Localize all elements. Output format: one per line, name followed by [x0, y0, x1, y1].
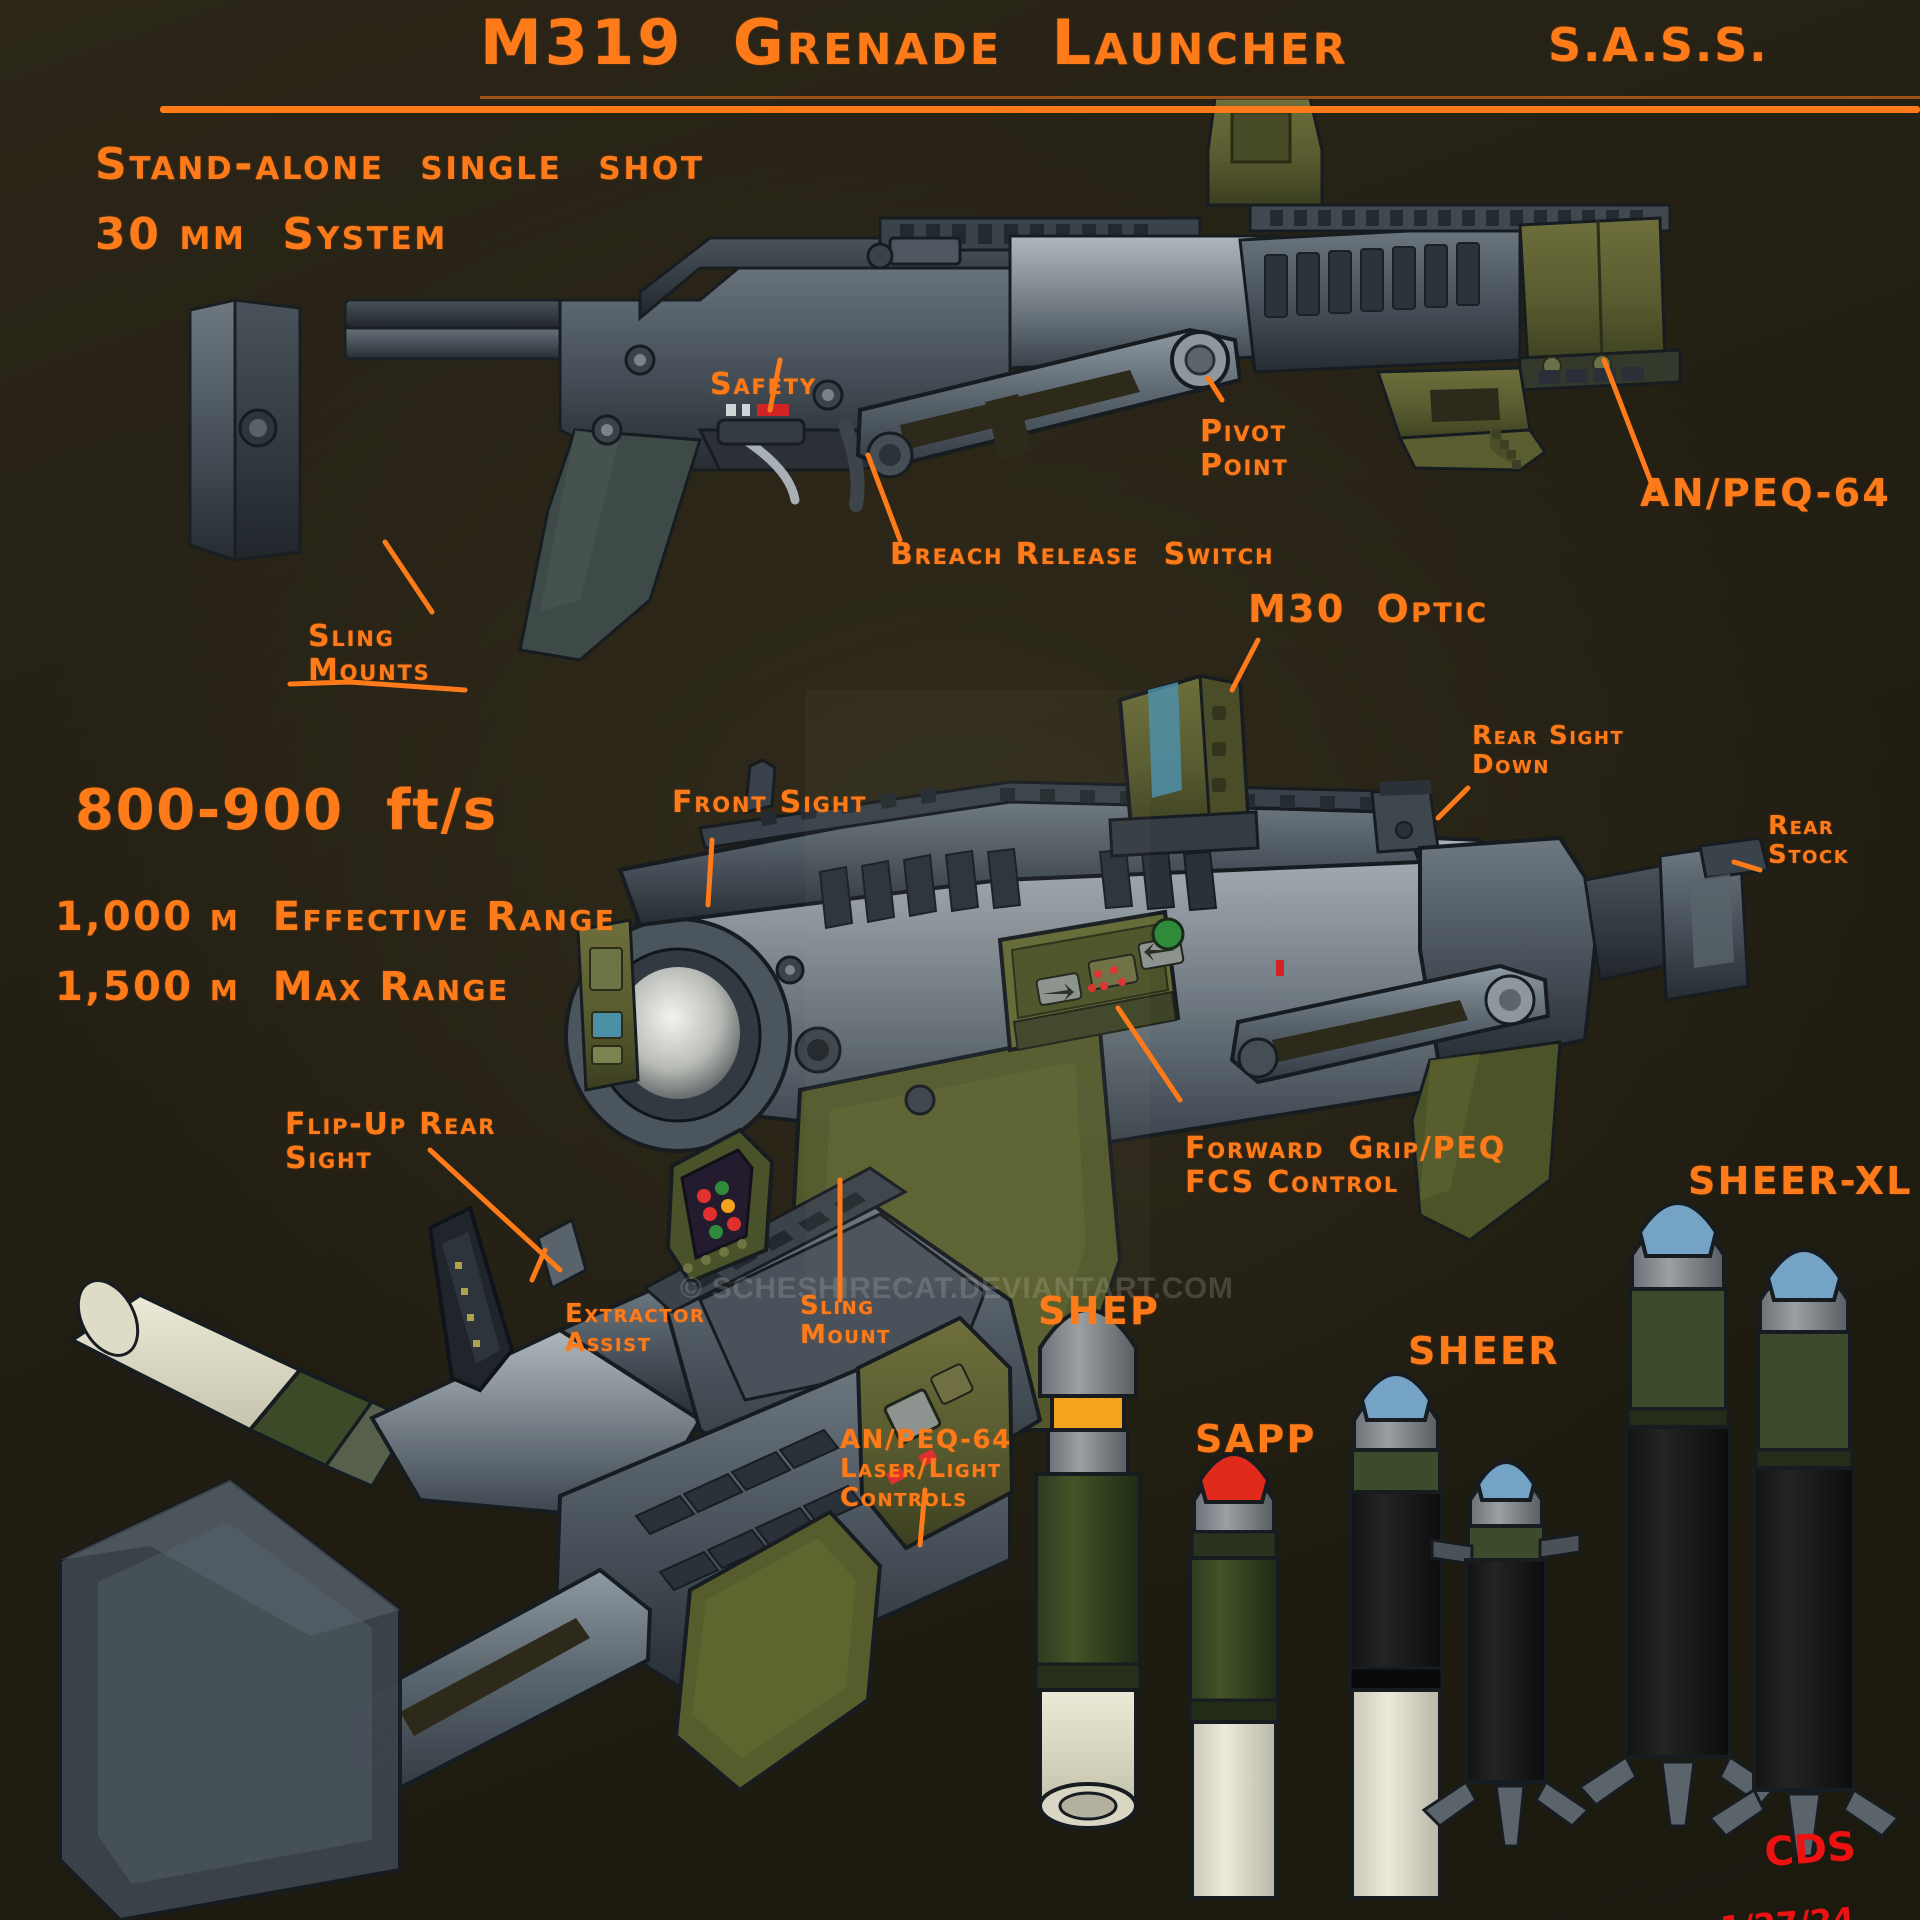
callout-m30-optic: M30 Optic — [1248, 587, 1489, 631]
callout-safety: Safety — [710, 367, 817, 402]
callout-an-peq-64-controls: AN/PEQ-64 Laser/Light Controls — [840, 1425, 1012, 1514]
spec-velocity: 800-900 ft/s — [75, 778, 498, 843]
round-sheer-small — [1421, 1460, 1591, 1848]
title-rule-thick — [160, 106, 1920, 113]
round-shep — [1034, 1308, 1142, 1830]
intro-line-2: 30 mm System — [95, 209, 448, 260]
ammo-label-sapp: SAPP — [1195, 1417, 1317, 1461]
top-weapon-side-profile — [188, 96, 1682, 662]
ammo-label-sheer-xl: SHEER-XL — [1688, 1159, 1913, 1203]
watermark-block — [805, 690, 1150, 1290]
callout-forward-grip-fcs: Forward Grip/PEQ FCS Control — [1185, 1131, 1507, 1200]
round-sapp — [1188, 1452, 1280, 1900]
callout-an-peq-64-top: AN/PEQ-64 — [1640, 471, 1892, 515]
bottom-left-weapon-open-breach — [58, 1127, 1043, 1920]
page-title: M319 Grenade Launcher — [480, 6, 1349, 79]
signature-date: 1/27/24 — [1719, 1900, 1862, 1920]
ammo-label-sheer: SHEER — [1408, 1329, 1560, 1373]
ammunition-row — [1034, 1201, 1901, 1900]
callout-sling-mount: Sling Mount — [800, 1291, 891, 1351]
intro-line-1: Stand-alone single shot — [95, 139, 705, 190]
round-sheer — [1348, 1372, 1444, 1900]
signature-initials: CDS — [1762, 1823, 1858, 1876]
callout-breach-release-switch: Breach Release Switch — [890, 537, 1275, 572]
title-bar — [80, 10, 1920, 113]
ammo-label-shep: SHEP — [1038, 1289, 1161, 1333]
callout-rear-stock: Rear Stock — [1768, 811, 1850, 871]
page-subtitle: S.A.S.S. — [1548, 18, 1769, 72]
callout-extractor-assist: Extractor Assist — [565, 1299, 706, 1359]
spec-max-range: 1,500 m Max Range — [55, 964, 510, 1010]
callout-rear-sight-down: Rear Sight Down — [1472, 721, 1625, 781]
callout-front-sight: Front Sight — [672, 785, 868, 820]
callout-sling-mounts: Sling Mounts — [308, 619, 431, 688]
round-sheer-xl-left — [1577, 1201, 1779, 1828]
title-rule-thin — [480, 96, 1920, 99]
spec-effective-range: 1,000 m Effective Range — [55, 894, 617, 940]
artist-signature: CDS 1/27/24 — [1705, 1790, 1867, 1920]
callout-flip-up-rear-sight: Flip-Up Rear Sight — [285, 1107, 497, 1176]
round-sheer-xl-right — [1707, 1248, 1901, 1858]
watermark-text: © SCHESHIRECAT.DEVIANTART.COM — [680, 1272, 1234, 1305]
middle-weapon-three-quarter-view — [564, 673, 1770, 1432]
callout-pivot-point: Pivot Point — [1200, 414, 1289, 483]
